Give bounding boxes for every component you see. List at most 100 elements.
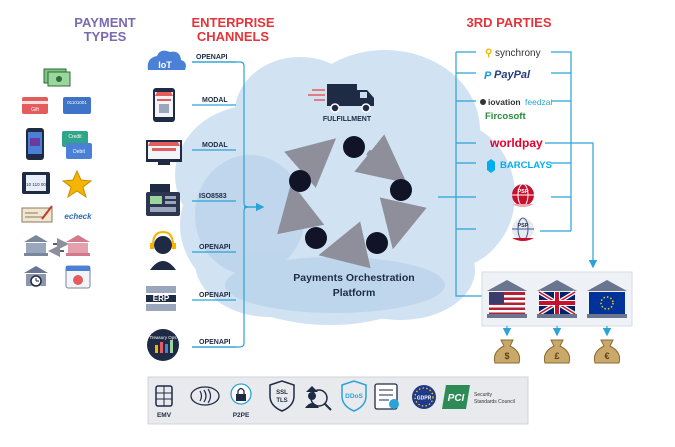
channel-protocol-label: MODAL: [202, 142, 228, 149]
svg-text:TLS: TLS: [276, 398, 287, 404]
calendar-payment-icon: [65, 265, 91, 289]
svg-text:synchrony: synchrony: [495, 48, 541, 59]
currency-bags: $ £ €: [493, 339, 621, 364]
svg-text:Debit: Debit: [73, 149, 85, 155]
svg-text:DDoS: DDoS: [345, 393, 363, 400]
euro-bag-icon: €: [593, 339, 621, 364]
call-center-icon: [150, 230, 176, 270]
paypal-logo: P PayPal: [484, 69, 531, 82]
payment-types-header: PAYMENT: [74, 15, 135, 30]
mobile-wallet-icon: [26, 128, 44, 160]
svg-text:$: $: [504, 351, 509, 361]
cash-icon: [43, 68, 71, 87]
svg-text:P2PE: P2PE: [233, 412, 250, 419]
recurring-bank-icon: [24, 266, 48, 287]
enterprise-channels-header: ENTERPRISE: [191, 15, 274, 30]
web-store-icon: [146, 140, 182, 165]
treasury-icon: Treasury Ops: [147, 329, 179, 361]
settlement-arrows: [502, 326, 612, 337]
cycle-node: [343, 136, 365, 158]
svg-text:worldpay: worldpay: [489, 136, 543, 150]
svg-text:€: €: [604, 351, 609, 361]
ssl-tls-shield-icon: SSL TLS: [269, 380, 295, 412]
svg-text:01101001: 01101001: [67, 100, 87, 105]
cycle-node: [305, 227, 327, 249]
svg-text:PSP: PSP: [517, 189, 528, 195]
p2pe-lock-icon: P2PE: [230, 383, 252, 419]
psp-globe-icon-blue: PSP: [512, 217, 534, 241]
worldpay-logo: worldpay: [489, 136, 543, 150]
synchrony-logo: ⚲ synchrony: [485, 48, 541, 59]
svg-text:IoT: IoT: [158, 60, 172, 70]
ddos-shield-icon: DDoS: [341, 380, 367, 412]
pos-terminal-icon: [146, 184, 180, 216]
third-parties-header: 3RD PARTIES: [467, 15, 552, 30]
svg-text:Treasury Ops: Treasury Ops: [149, 335, 177, 340]
channel-protocol-label: MODAL: [202, 97, 228, 104]
svg-text:Security: Security: [474, 392, 493, 398]
channel-call-center: OPENAPI: [150, 230, 236, 270]
cloud-highlight: [195, 155, 445, 313]
payment-types-column: Gift 01101001 Credit Debit 010 110 001: [21, 68, 93, 289]
third-party-list: ⚲ synchrony P PayPal iovation feedzai Fi…: [480, 48, 553, 241]
channel-protocol-label: OPENAPI: [199, 244, 231, 251]
svg-text:EMV: EMV: [157, 412, 172, 419]
gift-card-icon: Gift: [22, 97, 48, 114]
svg-text:PSP: PSP: [517, 223, 528, 229]
bank-row: [481, 271, 633, 327]
fircosoft-logo: Fircosoft: [485, 111, 526, 122]
svg-text:SSL: SSL: [276, 390, 288, 396]
svg-text:Credit: Credit: [68, 134, 82, 140]
mobile-store-icon: [153, 88, 175, 122]
pound-bag-icon: £: [543, 339, 571, 364]
svg-text:PCI: PCI: [448, 393, 465, 404]
orchestration-cycle: [277, 134, 427, 269]
svg-text:ERP: ERP: [153, 294, 170, 303]
channel-protocol-label: OPENAPI: [199, 339, 231, 346]
iot-icon: IoT: [147, 50, 186, 70]
barclays-logo: BARCLAYS: [487, 159, 552, 173]
pci-logo: PCI Security Standards Council: [442, 385, 515, 409]
svg-text:PayPal: PayPal: [494, 69, 531, 81]
platform-title: Payments Orchestration: [293, 272, 414, 284]
payment-types-header-2: TYPES: [84, 29, 127, 44]
security-bar: EMV P2PE SSL TLS: [147, 376, 529, 425]
channel-pos: ISO8583: [146, 184, 236, 216]
channel-protocol-label: OPENAPI: [196, 54, 228, 61]
cycle-node: [390, 179, 412, 201]
svg-text:010 110 001: 010 110 001: [24, 182, 49, 187]
svg-text:Standards Council: Standards Council: [474, 399, 515, 405]
channel-web: MODAL: [146, 140, 236, 165]
check-icon: [21, 205, 53, 223]
loyalty-star-icon: [61, 169, 93, 199]
svg-text:BARCLAYS: BARCLAYS: [500, 160, 552, 171]
iovation-feedzai-logo: iovation feedzai: [480, 97, 553, 107]
truck-icon: [308, 84, 374, 113]
uk-bank-icon: [537, 280, 577, 318]
channel-protocol-label: ISO8583: [199, 193, 227, 200]
cycle-node: [289, 170, 311, 192]
echeck-icon: echeck: [64, 212, 92, 221]
erp-icon: ERP: [146, 286, 176, 311]
third-party-bracket: [438, 51, 598, 297]
svg-text:£: £: [554, 351, 559, 361]
platform-title-2: Platform: [333, 287, 376, 299]
us-bank-icon: [487, 280, 527, 318]
fulfillment-label: FULFILLMENT: [323, 116, 372, 123]
fulfillment-group: FULFILLMENT: [308, 84, 374, 123]
svg-text:P: P: [484, 70, 492, 82]
eu-bank-icon: [587, 280, 627, 318]
fraud-detection-icon: [305, 386, 332, 411]
contactless-icon: [190, 386, 220, 406]
dollar-bag-icon: $: [493, 339, 521, 364]
channel-iot: IoT OPENAPI: [147, 50, 236, 70]
compliance-document-icon: [374, 383, 399, 410]
channel-list: IoT OPENAPI MODAL: [146, 50, 236, 361]
bank-transfer-icon: [24, 235, 90, 257]
svg-text:⚲: ⚲: [485, 48, 492, 59]
binary-card-icon: 01101001: [63, 97, 91, 114]
svg-text:Gift: Gift: [31, 107, 39, 113]
svg-text:iovation: iovation: [488, 97, 521, 107]
